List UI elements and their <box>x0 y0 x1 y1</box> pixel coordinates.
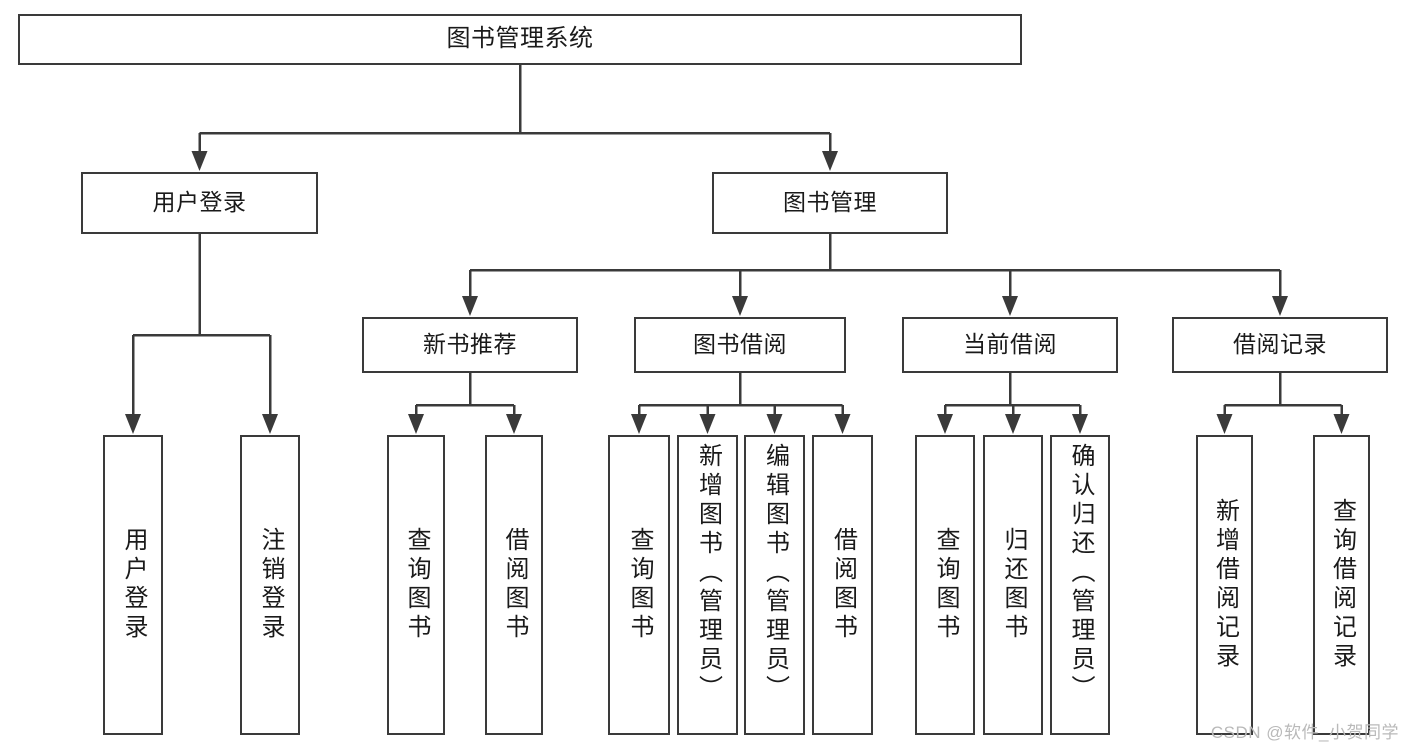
node-box-n7[interactable]: 编辑图书（管理员） <box>744 435 805 735</box>
node-label-l3b: 图书借阅 <box>693 331 787 358</box>
node-box-n3[interactable]: 查询图书 <box>387 435 445 735</box>
node-box-n1[interactable]: 用户登录 <box>103 435 163 735</box>
arrowhead-root-l2b <box>822 151 838 171</box>
node-label-l3c: 当前借阅 <box>963 331 1057 358</box>
node-box-n13[interactable]: 查询借阅记录 <box>1313 435 1370 735</box>
node-label-n11: 确认归还（管理员） <box>1067 443 1094 704</box>
edge-group <box>125 65 1350 434</box>
node-box-n11[interactable]: 确认归还（管理员） <box>1050 435 1110 735</box>
arrowhead-l2b-l3a <box>462 296 478 316</box>
arrowhead-l3b-n5 <box>631 414 647 434</box>
node-box-n4[interactable]: 借阅图书 <box>485 435 543 735</box>
node-label-n8: 借阅图书 <box>829 527 857 643</box>
node-box-n6[interactable]: 新增图书（管理员） <box>677 435 738 735</box>
arrowhead-l2b-l3c <box>1002 296 1018 316</box>
node-box-n2[interactable]: 注销登录 <box>240 435 300 735</box>
node-label-n3: 查询图书 <box>403 527 430 643</box>
node-label-n13: 查询借阅记录 <box>1328 498 1356 672</box>
arrowhead-l2a-n2 <box>262 414 278 434</box>
node-label-n1: 用户登录 <box>120 527 147 643</box>
arrowhead-l3a-n4 <box>506 414 522 434</box>
node-box-n9[interactable]: 查询图书 <box>915 435 975 735</box>
node-label-l2a: 用户登录 <box>152 189 247 216</box>
arrowhead-l3c-n11 <box>1072 414 1088 434</box>
node-box-l3a[interactable]: 新书推荐 <box>362 317 578 373</box>
arrowhead-l3b-n8 <box>834 414 851 434</box>
watermark-text: CSDN @软件_小贺同学 <box>1210 723 1399 742</box>
node-box-l2a[interactable]: 用户登录 <box>81 172 318 234</box>
node-label-n5: 查询图书 <box>626 527 653 643</box>
arrowhead-l3b-n6 <box>699 414 716 434</box>
arrowhead-l3c-n10 <box>1005 414 1021 434</box>
node-label-l3d: 借阅记录 <box>1233 331 1327 358</box>
arrowhead-l3c-n9 <box>937 414 953 434</box>
arrowhead-root-l2a <box>191 151 208 171</box>
node-box-l3d[interactable]: 借阅记录 <box>1172 317 1388 373</box>
node-label-l3a: 新书推荐 <box>423 331 517 358</box>
arrowhead-l3a-n3 <box>408 414 424 434</box>
node-box-n10[interactable]: 归还图书 <box>983 435 1043 735</box>
node-label-n9: 查询图书 <box>932 527 959 643</box>
arrowhead-l2b-l3b <box>732 296 748 316</box>
node-box-l2b[interactable]: 图书管理 <box>712 172 948 234</box>
node-label-l2b: 图书管理 <box>783 189 877 216</box>
arrowhead-l2b-l3d <box>1272 296 1288 316</box>
node-box-n12[interactable]: 新增借阅记录 <box>1196 435 1253 735</box>
node-label-n6: 新增图书（管理员） <box>694 443 722 704</box>
node-label-n4: 借阅图书 <box>501 527 528 643</box>
node-label-n10: 归还图书 <box>1000 527 1027 643</box>
node-box-l3b[interactable]: 图书借阅 <box>634 317 846 373</box>
arrowhead-l3b-n7 <box>766 414 783 434</box>
node-box-l3c[interactable]: 当前借阅 <box>902 317 1118 373</box>
node-label-n2: 注销登录 <box>257 527 284 643</box>
node-box-n8[interactable]: 借阅图书 <box>812 435 873 735</box>
node-box-root[interactable]: 图书管理系统 <box>18 14 1022 65</box>
arrowhead-l2a-n1 <box>125 414 141 434</box>
node-label-n7: 编辑图书（管理员） <box>761 443 789 704</box>
node-box-n5[interactable]: 查询图书 <box>608 435 670 735</box>
arrowhead-l3d-n13 <box>1333 414 1350 434</box>
node-label-root: 图书管理系统 <box>446 25 594 53</box>
arrowhead-l3d-n12 <box>1216 414 1233 434</box>
node-label-n12: 新增借阅记录 <box>1211 498 1239 672</box>
